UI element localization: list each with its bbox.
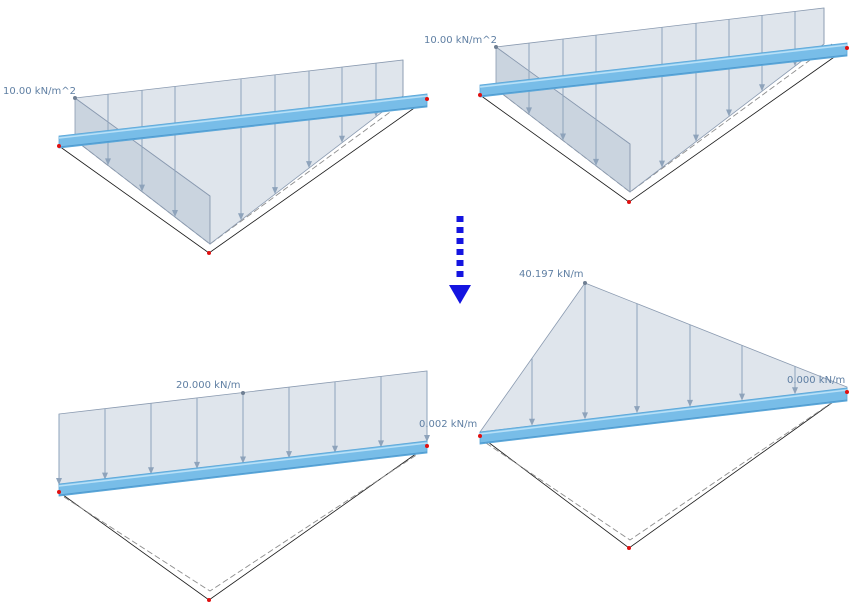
support-node xyxy=(57,144,61,148)
load-node xyxy=(73,96,77,100)
load-arrow xyxy=(529,358,535,426)
support-node xyxy=(478,434,482,438)
load-value-label: 10.00 kN/m^2 xyxy=(3,86,76,97)
load-node xyxy=(583,281,587,285)
load-arrows xyxy=(105,63,379,221)
load-arrow xyxy=(148,403,154,475)
load-arrow xyxy=(582,283,588,420)
load-arrow xyxy=(687,324,693,407)
load-arrow xyxy=(194,397,200,469)
load-arrow xyxy=(593,35,599,166)
load-arrow xyxy=(56,414,62,485)
load-arrow xyxy=(693,23,699,142)
load-arrow xyxy=(634,303,640,414)
load-arrow xyxy=(172,86,178,218)
load-arrow xyxy=(526,43,532,115)
end-load-label: 0.000 kN/m xyxy=(787,375,845,386)
panel-uniform-line-load: 20.000 kN/m xyxy=(56,370,430,602)
dashed-arrow-down-icon xyxy=(449,216,471,304)
start-load-label: 0.002 kN/m xyxy=(419,419,477,430)
support-node xyxy=(845,46,849,50)
load-arrow xyxy=(102,408,108,480)
load-value-label: 20.000 kN/m xyxy=(176,380,241,391)
surface-load-planes xyxy=(73,59,404,245)
support-node xyxy=(478,93,482,97)
load-arrow xyxy=(332,381,338,453)
load-arrow xyxy=(105,94,111,166)
load-arrows xyxy=(56,371,430,485)
load-arrow xyxy=(378,376,384,448)
beam xyxy=(479,387,848,445)
load-arrow xyxy=(659,27,665,168)
load-arrow xyxy=(792,366,798,395)
support-node xyxy=(627,546,631,550)
load-node xyxy=(241,391,245,395)
beam xyxy=(58,93,428,149)
support-node xyxy=(425,97,429,101)
support-node xyxy=(207,598,211,602)
support-node xyxy=(207,251,211,255)
load-arrow xyxy=(240,392,246,464)
load-arrow xyxy=(739,345,745,401)
support-node xyxy=(627,200,631,204)
load-arrow xyxy=(272,74,278,195)
panel-surface-load-right: 10.00 kN/m^2 xyxy=(424,7,849,204)
peak-load-label: 40.197 kN/m xyxy=(519,269,584,280)
load-arrow xyxy=(759,15,765,92)
surface-load-planes xyxy=(494,7,825,193)
load-node xyxy=(494,45,498,49)
support-node xyxy=(57,490,61,494)
load-arrows xyxy=(529,283,798,426)
support-node xyxy=(425,444,429,448)
load-arrow xyxy=(424,371,430,442)
load-arrow xyxy=(339,67,345,143)
support-node xyxy=(845,390,849,394)
load-arrow xyxy=(286,387,292,459)
panel-surface-load-left: 10.00 kN/m^2 xyxy=(3,59,429,255)
beam xyxy=(58,440,428,497)
load-value-label: 10.00 kN/m^2 xyxy=(424,35,497,46)
panel-triangular-line-load: 40.197 kN/m 0.002 kN/m 0.000 kN/m xyxy=(419,269,849,550)
load-arrow xyxy=(238,78,244,221)
